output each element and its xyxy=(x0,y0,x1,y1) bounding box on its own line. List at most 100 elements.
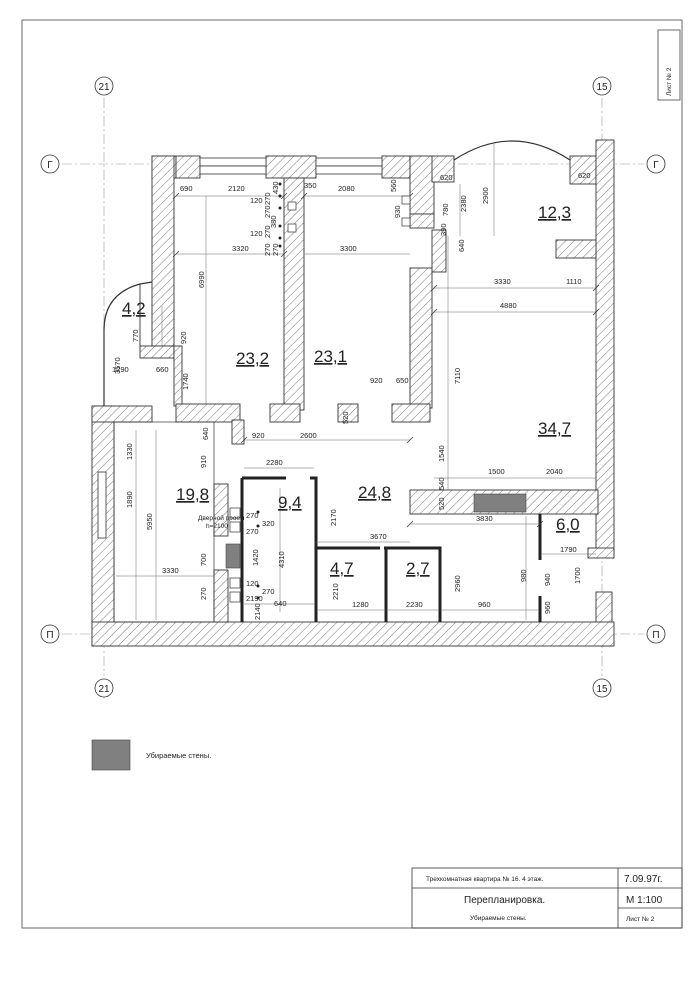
sheet-frame xyxy=(21,19,683,929)
sheet-stamp-box xyxy=(657,29,681,101)
door-note-line2: h=2100 xyxy=(206,523,228,530)
dim-label: 2210 xyxy=(331,583,340,600)
axis-circle-15-bottom xyxy=(592,678,612,698)
dim-label: 2170 xyxy=(329,509,338,526)
dim-label: 2280 xyxy=(266,458,283,467)
dim-label: 2080 xyxy=(338,184,355,193)
dim-label: 4880 xyxy=(500,301,517,310)
dim-label: 640 xyxy=(201,427,210,440)
dim-label: 1420 xyxy=(251,549,260,566)
axis-label-p-left: П xyxy=(46,630,53,641)
dim-label: 320 xyxy=(262,519,275,528)
dim-label: 2120 xyxy=(228,184,245,193)
dim-label: 2140 xyxy=(253,603,262,620)
dim-label: 1790 xyxy=(560,545,577,554)
axis-circle-p-left xyxy=(40,624,60,644)
room-area-4-2: 4,2 xyxy=(122,299,146,318)
dim-label: 620 xyxy=(578,171,591,180)
pipe-dots xyxy=(256,182,282,600)
title-block-sheet: Лист № 2 xyxy=(626,916,655,923)
axis-label-g-left: Г xyxy=(47,160,53,171)
dim-label: 940 xyxy=(543,573,552,586)
dim-label: 660 xyxy=(156,365,169,374)
dim-label: 270 xyxy=(199,587,208,600)
dim-label: 270 xyxy=(262,587,275,596)
dim-label: 270 xyxy=(271,243,280,256)
dim-label: 430 xyxy=(271,181,280,194)
dim-label: 4310 xyxy=(277,551,286,568)
dim-label: 770 xyxy=(131,329,140,342)
sheet-stamp-label: Лист № 2 xyxy=(666,67,673,96)
dim-label: 2380 xyxy=(459,195,468,212)
thin-partitions xyxy=(240,476,542,622)
room-area-24-8: 24,8 xyxy=(358,483,391,502)
dim-label: 270 xyxy=(263,205,272,218)
dim-label: 960 xyxy=(478,600,491,609)
dim-label: 520 xyxy=(437,497,446,510)
legend-swatch xyxy=(91,739,131,771)
axis-circle-g-left xyxy=(40,154,60,174)
dim-label: 3670 xyxy=(370,532,387,541)
dim-label: 3320 xyxy=(232,244,249,253)
dim-label: 1700 xyxy=(573,567,582,584)
dim-label: 3830 xyxy=(476,514,493,523)
room-areas: 4,2 23,2 23,1 12,3 34,7 19,8 9,4 24,8 6,… xyxy=(122,203,580,578)
dim-label: 120 xyxy=(250,229,263,238)
dim-label: 640 xyxy=(274,599,287,608)
dim-label: 2190 xyxy=(246,594,263,603)
dim-label: 3330 xyxy=(494,277,511,286)
axis-label-21-bottom: 21 xyxy=(98,684,110,695)
axis-label-15-bottom: 15 xyxy=(596,684,608,695)
dim-label: 920 xyxy=(252,431,265,440)
dim-label: 270 xyxy=(246,527,259,536)
room-area-19-8: 19,8 xyxy=(176,485,209,504)
dim-label: 700 xyxy=(199,553,208,566)
dimension-lines xyxy=(116,144,596,620)
dim-label: 120 xyxy=(246,579,259,588)
dim-label: 980 xyxy=(519,569,528,582)
dim-label: 1500 xyxy=(488,467,505,476)
axis-label-15-top: 15 xyxy=(596,82,608,93)
dim-label: 2960 xyxy=(453,575,462,592)
title-block-title: Перепланировка. xyxy=(464,895,545,906)
axis-circle-21-top xyxy=(94,76,114,96)
axis-circle-15-top xyxy=(592,76,612,96)
room-area-9-4: 9,4 xyxy=(278,493,302,512)
door-note-line1: Дверной проем xyxy=(198,514,245,522)
dim-label: 640 xyxy=(457,239,466,252)
dim-label: 1890 xyxy=(125,491,134,508)
dim-label: 1110 xyxy=(566,277,582,286)
dim-label: 6990 xyxy=(197,271,206,288)
dim-label: 7110 xyxy=(453,368,462,384)
dim-label: 5950 xyxy=(145,513,154,530)
dim-label: 3330 xyxy=(162,566,179,575)
dim-label: 1330 xyxy=(125,443,134,460)
sanitary-fixtures xyxy=(229,195,411,603)
dim-label: 960 xyxy=(543,601,552,614)
title-block-scale: М 1:100 xyxy=(626,895,663,906)
axis-label-p-right: П xyxy=(652,630,659,641)
dim-label: 270 xyxy=(263,243,272,256)
dim-label: 920 xyxy=(370,376,383,385)
dim-label: 3570 xyxy=(113,357,122,374)
dim-label: 1290 xyxy=(112,365,129,374)
room-outline-19-8 xyxy=(113,421,215,623)
dim-label: 540 xyxy=(437,477,446,490)
axis-circle-p-right xyxy=(646,624,666,644)
room-area-34-7: 34,7 xyxy=(538,419,571,438)
title-block-project: Трехкомнатная квартира № 16. 4 этаж. xyxy=(426,876,544,883)
dim-label: 120 xyxy=(250,196,263,205)
dim-label: 1280 xyxy=(352,600,369,609)
dim-label: 520 xyxy=(341,411,350,424)
title-block xyxy=(411,867,683,929)
dim-label: 690 xyxy=(180,184,193,193)
room-area-6-0: 6,0 xyxy=(556,515,580,534)
room-area-23-1: 23,1 xyxy=(314,347,347,366)
dim-label: 380 xyxy=(269,215,278,228)
title-block-subtitle: Убираемые стены. xyxy=(470,914,527,922)
room-area-4-7: 4,7 xyxy=(330,559,354,578)
dim-label: 390 xyxy=(439,223,448,236)
dim-label: 930 xyxy=(393,205,402,218)
axis-label-21-top: 21 xyxy=(98,82,110,93)
dim-label: 910 xyxy=(199,455,208,468)
